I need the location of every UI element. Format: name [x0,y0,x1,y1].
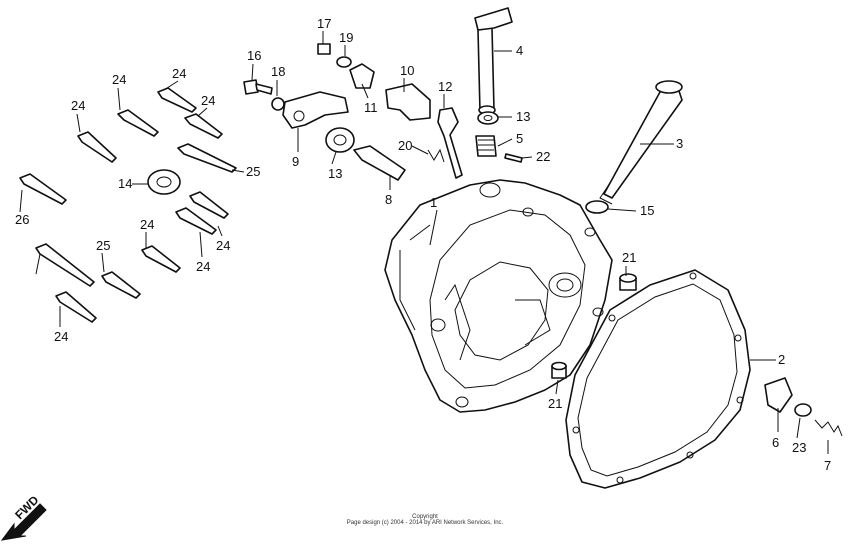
shaft-8 [353,145,406,181]
part-label-21a: 21 [622,250,636,265]
part-label-24e: 24 [140,217,154,232]
part-label-6: 6 [772,435,779,450]
leader-lines [19,31,829,454]
part-label-5: 5 [516,131,523,146]
washer-18 [271,97,285,111]
leader-line [796,417,801,439]
leader-line [429,209,438,246]
fwd-arrow-icon [0,503,47,541]
part-label-15: 15 [640,203,654,218]
part-label-24h: 24 [54,329,68,344]
part-label-23: 23 [792,440,806,455]
part-label-13b: 13 [516,109,530,124]
part-label-10: 10 [400,63,414,78]
cap-6 [764,377,793,413]
leader-line [19,189,23,213]
part-label-1: 1 [430,195,437,210]
stopper-spring [427,148,445,163]
bolt-17 [317,43,331,55]
spring-7 [814,419,843,437]
washer-19 [336,56,352,68]
part-label-24f: 24 [216,238,230,253]
copyright-line-1: Copyright [412,514,438,520]
leader-line [331,151,337,165]
part-label-24b: 24 [172,66,186,81]
part-label-8: 8 [385,192,392,207]
part-label-24a: 24 [112,72,126,87]
collar [477,111,499,125]
bolt-16 [243,79,273,95]
part-label-14: 14 [118,176,132,191]
part-label-4: 4 [516,43,523,58]
part-label-11: 11 [364,100,378,115]
leader-line [117,87,121,111]
part-label-12: 12 [438,79,452,94]
leader-line [217,225,223,237]
dowel-pin-upper [619,273,637,291]
leader-line [35,253,41,275]
leader-line [555,379,559,395]
leader-line [411,145,429,155]
part-label-24i: 25 [96,238,110,253]
part-label-21b: 21 [548,396,562,411]
leader-line [199,231,203,258]
pin [504,153,523,163]
cover-gasket [565,269,751,489]
shift-arm [282,91,349,129]
return-spring [475,135,497,157]
dowel-pin-lower [551,361,567,379]
shift-shaft [474,7,513,115]
copyright-line-2: Page design (c) 2004 - 2014 by ARI Netwo… [346,520,504,526]
part-label-2: 2 [778,352,785,367]
part-label-17: 17 [317,16,331,31]
part-label-20: 20 [398,138,412,153]
leader-line [361,83,369,99]
part-label-22: 22 [536,149,550,164]
part-label-9: 9 [292,154,299,169]
part-number-labels: 1 2 3 4 5 6 7 8 9 10 11 12 13 13 14 15 1… [15,16,831,473]
part-label-25b: 26 [15,212,29,227]
leader-line [101,252,105,273]
bearing-13 [325,127,355,153]
leader-line [521,156,533,159]
part-label-18: 18 [271,64,285,79]
leader-line [497,138,513,147]
oil-filler-dipstick [599,80,683,205]
part-label-16: 16 [247,48,261,63]
stopper-arm [437,107,463,179]
shift-plate [385,83,431,121]
leader-line [163,80,179,91]
crankcase-cover [384,179,613,413]
part-label-13a: 13 [328,166,342,181]
oil-seal-14 [147,169,181,195]
washer-23 [794,403,812,417]
part-label-25a: 25 [246,164,260,179]
leader-line [76,113,81,133]
part-label-19: 19 [339,30,353,45]
leader-line [607,208,637,212]
part-label-3: 3 [676,136,683,151]
o-ring [585,200,609,214]
part-label-7: 7 [824,458,831,473]
part-label-24g: 24 [196,259,210,274]
part-label-24c: 24 [201,93,215,108]
part-label-24d: 24 [71,98,85,113]
leader-line [197,107,208,117]
bolt-set [19,87,237,323]
leader-line [231,169,245,173]
arm-nut [349,63,375,89]
leader-line [251,63,254,81]
